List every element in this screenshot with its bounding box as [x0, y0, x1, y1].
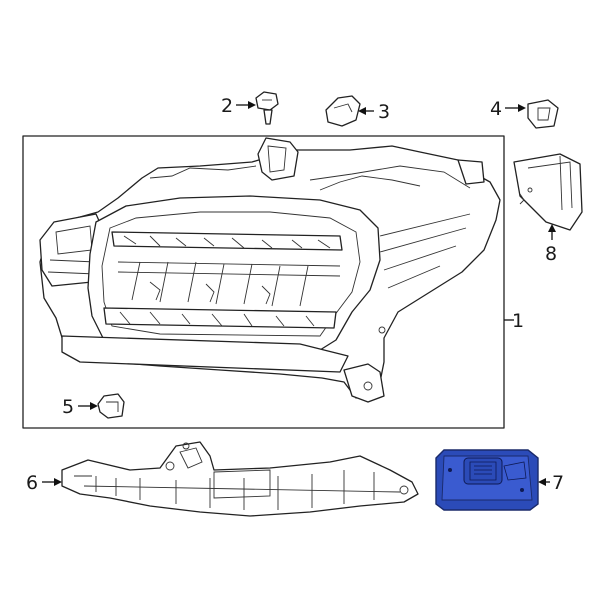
callout-3: 3: [378, 101, 390, 123]
callout-4: 4: [490, 98, 502, 120]
callout-4-arrowhead: [518, 104, 526, 112]
callout-7-arrowhead: [538, 478, 546, 486]
callout-2: 2: [221, 95, 233, 117]
callout-6-arrowhead: [54, 478, 62, 486]
callout-3-arrowhead: [358, 107, 366, 115]
headlamp-assembly: [39, 137, 501, 403]
bracket-part-6: [61, 441, 419, 517]
clip-part-3: [325, 95, 361, 127]
clip-part-5: [97, 393, 125, 419]
callout-5-arrowhead: [90, 402, 98, 410]
callout-5: 5: [62, 396, 74, 418]
callout-7: 7: [552, 472, 564, 494]
callout-8-arrowhead: [548, 224, 556, 232]
grommet-part: [527, 99, 559, 129]
highlighted-module-part-7: [435, 449, 539, 511]
callout-2-arrowhead: [248, 101, 256, 109]
callout-8: 8: [545, 243, 557, 265]
callout-1: 1: [512, 310, 524, 332]
bolt-part: [255, 91, 279, 125]
callout-6: 6: [26, 472, 38, 494]
module-part-8: [513, 153, 583, 231]
